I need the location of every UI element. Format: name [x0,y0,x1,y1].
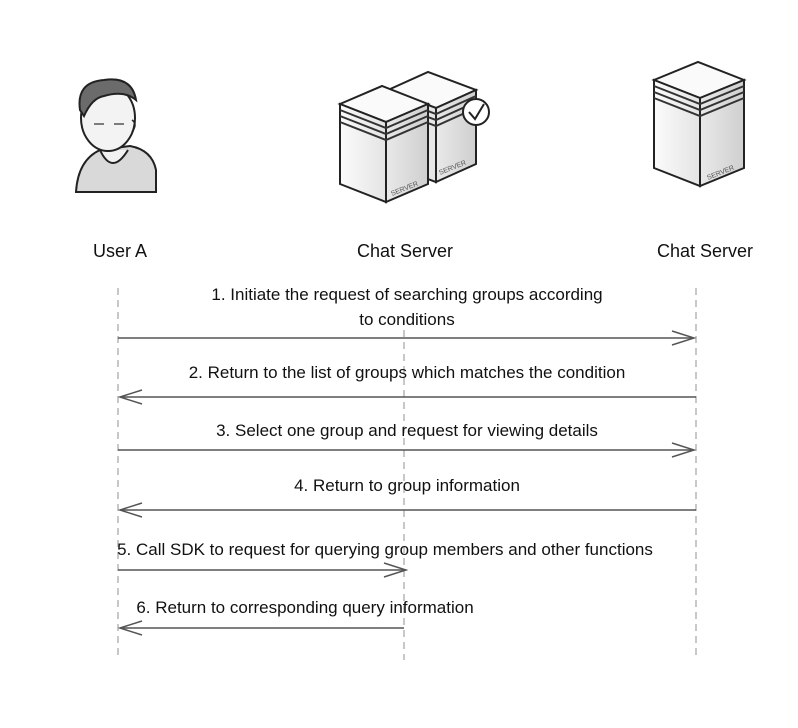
arrow-4-return [117,502,696,518]
arrow-1-request [118,330,697,346]
check-badge-icon [462,98,490,126]
message-4: 4. Return to group information [294,476,520,495]
actor-label-server-right: Chat Server [656,241,754,261]
message-1-line-1: 1. Initiate the request of searching gro… [211,285,603,304]
arrow-2-return [117,389,696,405]
message-5: 5. Call SDK to request for querying grou… [117,540,653,559]
actor-label-server-mid: Chat Server [356,241,454,261]
server-right-icon: SERVER [651,60,747,188]
server-box-front: SERVER [337,84,431,204]
arrow-6-return [117,620,404,636]
message-3: 3. Select one group and request for view… [216,421,598,440]
arrow-5-request [118,562,409,578]
message-6: 6. Return to corresponding query informa… [136,598,474,617]
actor-label-user: User A [92,241,148,261]
message-arrows [117,330,697,636]
arrow-3-request [118,442,697,458]
lifelines [117,288,697,660]
message-1-line-2: to conditions [359,309,455,329]
user-avatar-icon [74,78,157,193]
server-cluster-icon: SERVER SERVER [337,70,490,204]
message-1: 1. Initiate the request of searching gro… [120,283,694,332]
message-2: 2. Return to the list of groups which ma… [188,363,626,382]
